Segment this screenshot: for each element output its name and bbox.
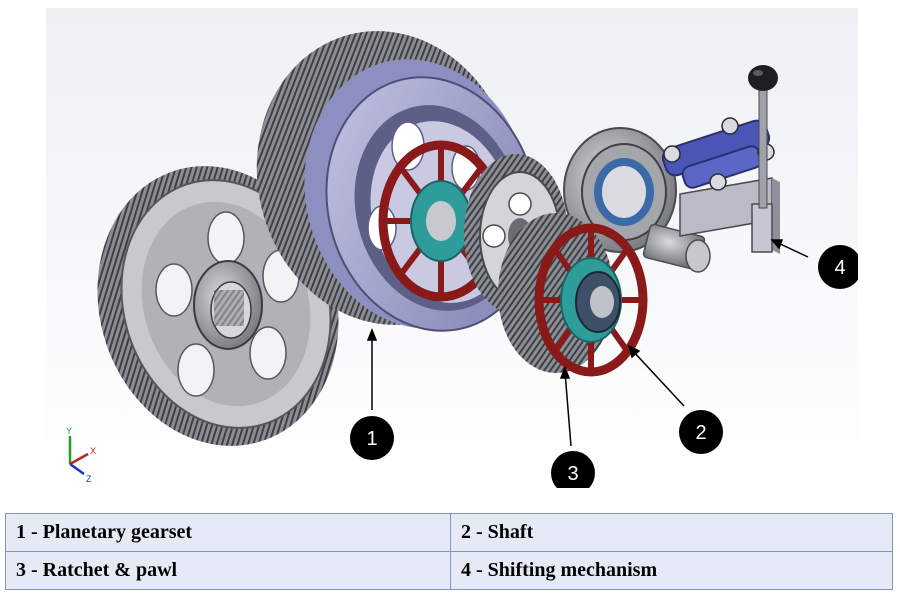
callout-3-number: 3 (567, 463, 578, 485)
legend-row: 3 - Ratchet & pawl 4 - Shifting mechanis… (5, 551, 893, 590)
legend-cell-ratchet-pawl: 3 - Ratchet & pawl (5, 551, 451, 590)
shaft-gear-ring (563, 127, 677, 253)
callout-3: 3 (551, 451, 595, 488)
leader-4 (775, 241, 809, 258)
axis-triad: Y X Z (66, 426, 96, 484)
shifting-mechanism (661, 65, 780, 254)
leader-2 (631, 349, 685, 407)
legend-table: 1 - Planetary gearset 2 - Shaft 3 - Ratc… (5, 513, 893, 590)
callout-1-number: 1 (366, 428, 377, 450)
ratchet-carrier-rear (498, 213, 648, 377)
callout-leaders (366, 239, 809, 447)
legend-cell-planetary-gearset: 1 - Planetary gearset (5, 513, 451, 552)
legend-cell-shaft: 2 - Shaft (450, 513, 893, 552)
callout-4: 4 (818, 245, 858, 289)
leader-3 (564, 371, 572, 447)
callout-1: 1 (350, 416, 394, 460)
callout-2-number: 2 (695, 422, 706, 444)
callout-4-number: 4 (834, 257, 845, 279)
axis-x-label: X (90, 446, 96, 456)
callout-2: 2 (679, 410, 723, 454)
main-shaft (642, 223, 711, 273)
legend-cell-shifting-mechanism: 4 - Shifting mechanism (450, 551, 893, 590)
axis-y-label: Y (66, 426, 72, 436)
legend-row: 1 - Planetary gearset 2 - Shaft (5, 513, 893, 552)
axis-z-label: Z (86, 474, 92, 484)
cad-assembly-figure: Y X Z 1 2 3 4 (46, 8, 858, 488)
